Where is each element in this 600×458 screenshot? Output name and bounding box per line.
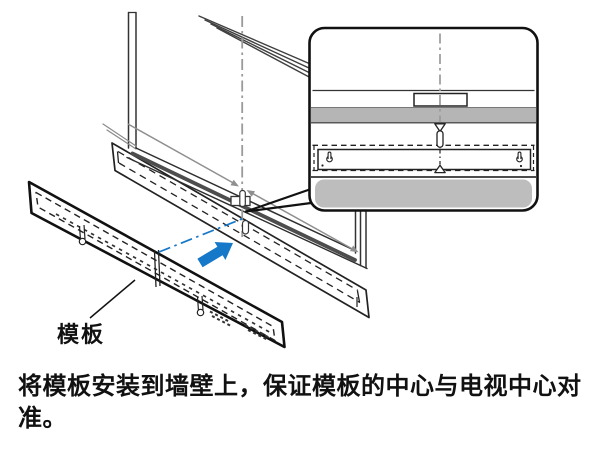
callout-tail-lower [244, 201, 313, 213]
template-label: 模板 [57, 322, 106, 347]
corner-mark-left [321, 164, 324, 167]
instruction-caption: 将模板安装到墙壁上，保证模板的中心与电视中心对准。 [18, 373, 582, 432]
tv-center-slot [239, 189, 246, 208]
template-center-mark [153, 249, 161, 288]
callout-tail-upper [244, 187, 313, 213]
arrowhead-right-to-center [246, 190, 255, 197]
center-alignment-marks [434, 123, 446, 174]
wall-template [111, 142, 370, 319]
center-measure-arrows [127, 123, 359, 253]
arrowhead-left-to-center [230, 179, 239, 187]
tv-center-line [239, 16, 250, 237]
keyhole-zoom-right [516, 151, 523, 163]
keyhole-mark-right [196, 295, 205, 317]
blue-arrow-icon [197, 242, 233, 268]
template-strip-zoom [317, 148, 532, 171]
callout-box [244, 26, 539, 213]
arrowhead-to-right-edge [350, 245, 359, 253]
tv-bottom-band [311, 107, 536, 122]
corner-mark-right [519, 164, 523, 168]
callout-detail [311, 33, 536, 208]
template-label-leader [89, 279, 136, 319]
wall-base-bar [315, 179, 532, 208]
template-center-slot [241, 219, 250, 235]
blue-alignment-line [158, 217, 244, 253]
loose-template [27, 180, 286, 349]
keyhole-mark-left [78, 224, 87, 246]
template-center-tickline [55, 213, 274, 335]
keyhole-zoom-left [326, 151, 333, 163]
template-print-marks [209, 310, 271, 341]
